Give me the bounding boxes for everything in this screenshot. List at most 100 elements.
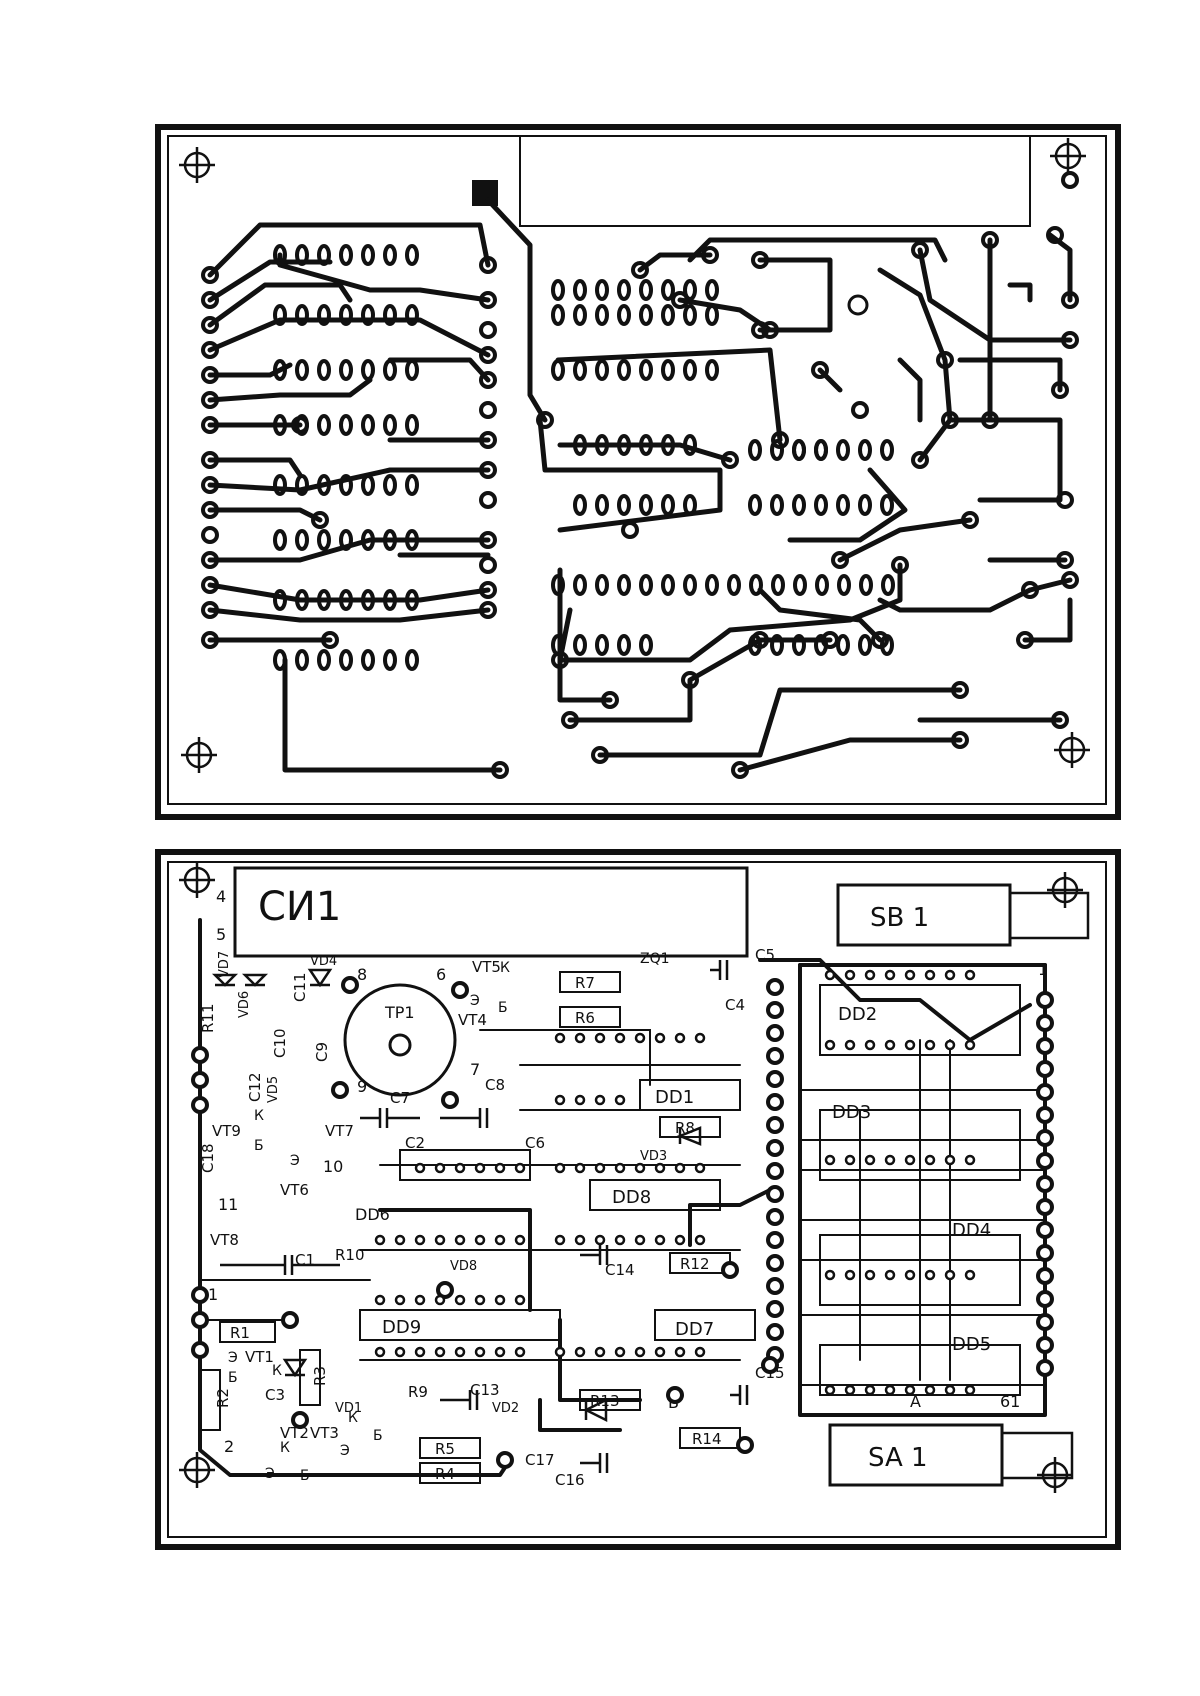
resistor-label: R7 [575, 974, 595, 992]
resistor-label: R1 [230, 1324, 250, 1342]
chip-label: DD8 [612, 1187, 651, 1208]
capacitor-label: C13 [470, 1381, 500, 1399]
resistor-label: R9 [408, 1383, 428, 1401]
svg-text:Э: Э [265, 1466, 275, 1482]
transistor-label: VT3 [310, 1424, 339, 1442]
capacitor-label: C4 [725, 996, 745, 1014]
capacitor-label: C14 [605, 1261, 635, 1279]
svg-text:Б: Б [254, 1138, 264, 1154]
chip-label: DD1 [655, 1087, 694, 1108]
switch-sa1-lever [1002, 1433, 1072, 1478]
resistor-label: R5 [435, 1440, 455, 1458]
resistor-label: R11 [199, 1003, 217, 1033]
pin-number: 10 [323, 1157, 343, 1176]
mount-hole-icon [179, 862, 215, 898]
pin-number: 1 [208, 1285, 218, 1304]
pin-number: 2 [224, 1437, 234, 1456]
pin-number: 11 [218, 1195, 238, 1214]
svg-text:К: К [254, 1108, 264, 1124]
top-display-window [520, 136, 1030, 226]
svg-text:Э: Э [290, 1153, 300, 1169]
svg-text:Б: Б [373, 1428, 383, 1444]
capacitor-label: C11 [291, 972, 309, 1002]
pin-number: 8 [357, 965, 367, 984]
display-label: СИ1 [258, 884, 341, 930]
transistor-label: VT1 [245, 1348, 274, 1366]
svg-text:К: К [348, 1410, 358, 1426]
connector-first-pin: 1 [1038, 960, 1048, 979]
resistor-label: R2 [214, 1388, 232, 1408]
top-pads [203, 173, 1077, 777]
diode-label: VD4 [310, 954, 337, 969]
transistor-label: VT5 [472, 958, 501, 976]
diode-label: VD6 [237, 991, 252, 1018]
capacitor-label: C9 [313, 1042, 331, 1062]
capacitor-label: C17 [525, 1451, 555, 1469]
svg-text:Б: Б [228, 1370, 238, 1386]
capacitor-label: C2 [405, 1134, 425, 1152]
svg-text:Э: Э [228, 1350, 238, 1366]
chip-label: DD3 [832, 1102, 871, 1123]
pin-number: 4 [216, 887, 226, 906]
capacitor-label: C18 [199, 1143, 217, 1173]
mount-hole-icon [1047, 872, 1083, 908]
capacitor-label: C5 [755, 946, 775, 964]
svg-text:Э: Э [470, 993, 480, 1009]
capacitor-label: C7 [390, 1089, 410, 1107]
transformer-label: TP1 [384, 1003, 415, 1022]
svg-text:К: К [272, 1363, 282, 1379]
pin-number-labels: 1 2 4 5 6 7 8 9 10 11 61 1 A B [208, 887, 1048, 1456]
transistor-label: VT6 [280, 1181, 309, 1199]
capacitor-label: C8 [485, 1076, 505, 1094]
svg-text:К: К [500, 960, 510, 976]
chip-label: DD9 [382, 1317, 421, 1338]
mount-hole-icon [179, 147, 215, 183]
resistor-label: R6 [575, 1009, 595, 1027]
capacitor-label: C6 [525, 1134, 545, 1152]
resistor-label: R10 [335, 1246, 365, 1264]
svg-text:Э: Э [340, 1443, 350, 1459]
chip-label: DD7 [675, 1319, 714, 1340]
switch-sb1-lever [1010, 893, 1088, 938]
switch-sa1-label: SA 1 [868, 1443, 928, 1473]
transistor-label: VT9 [212, 1122, 241, 1140]
chip-label: DD4 [952, 1220, 991, 1241]
diode-label: VD5 [266, 1076, 281, 1103]
svg-text:Б: Б [498, 1000, 508, 1016]
top-square-pad [472, 180, 498, 206]
diode-label: VD8 [450, 1259, 477, 1274]
mount-hole-icon [1054, 732, 1090, 768]
pin-number: 7 [470, 1060, 480, 1079]
resistor-label: R12 [680, 1255, 710, 1273]
transistor-label: VT7 [325, 1122, 354, 1140]
capacitor-label: C1 [295, 1251, 315, 1269]
svg-text:Б: Б [300, 1468, 310, 1484]
capacitor-label: C3 [265, 1386, 285, 1404]
chip-label: DD5 [952, 1334, 991, 1355]
chip-label: DD2 [838, 1004, 877, 1025]
chip-label: DD6 [355, 1205, 390, 1224]
pin-number: 6 [436, 965, 446, 984]
mount-hole-icon [181, 737, 217, 773]
svg-text:К: К [280, 1440, 290, 1456]
transistor-label: VT8 [210, 1231, 239, 1249]
resistor-label: R3 [311, 1366, 329, 1386]
pin-number: 5 [216, 925, 226, 944]
top-board [158, 127, 1118, 817]
mount-hole-icon [1037, 1457, 1073, 1493]
transformer-hole [390, 1035, 410, 1055]
capacitor-label: C10 [271, 1028, 289, 1058]
diode-label: VD3 [640, 1149, 667, 1164]
pin-number: 9 [357, 1077, 367, 1096]
capacitor-label: C12 [246, 1072, 264, 1102]
resistor-label: R4 [435, 1465, 455, 1483]
capacitor-label: C16 [555, 1471, 585, 1489]
top-ic-pins [275, 246, 893, 669]
transistor-label: VT4 [458, 1011, 487, 1029]
quartz-label: ZQ1 [640, 951, 670, 967]
bottom-board: СИ1 SB 1 SA 1 TP1 [158, 852, 1118, 1547]
resistor-label: R14 [692, 1430, 722, 1448]
mount-hole-icon [1050, 138, 1086, 174]
pin-number: 61 [1000, 1392, 1020, 1411]
switch-sb1-label: SB 1 [870, 903, 929, 933]
